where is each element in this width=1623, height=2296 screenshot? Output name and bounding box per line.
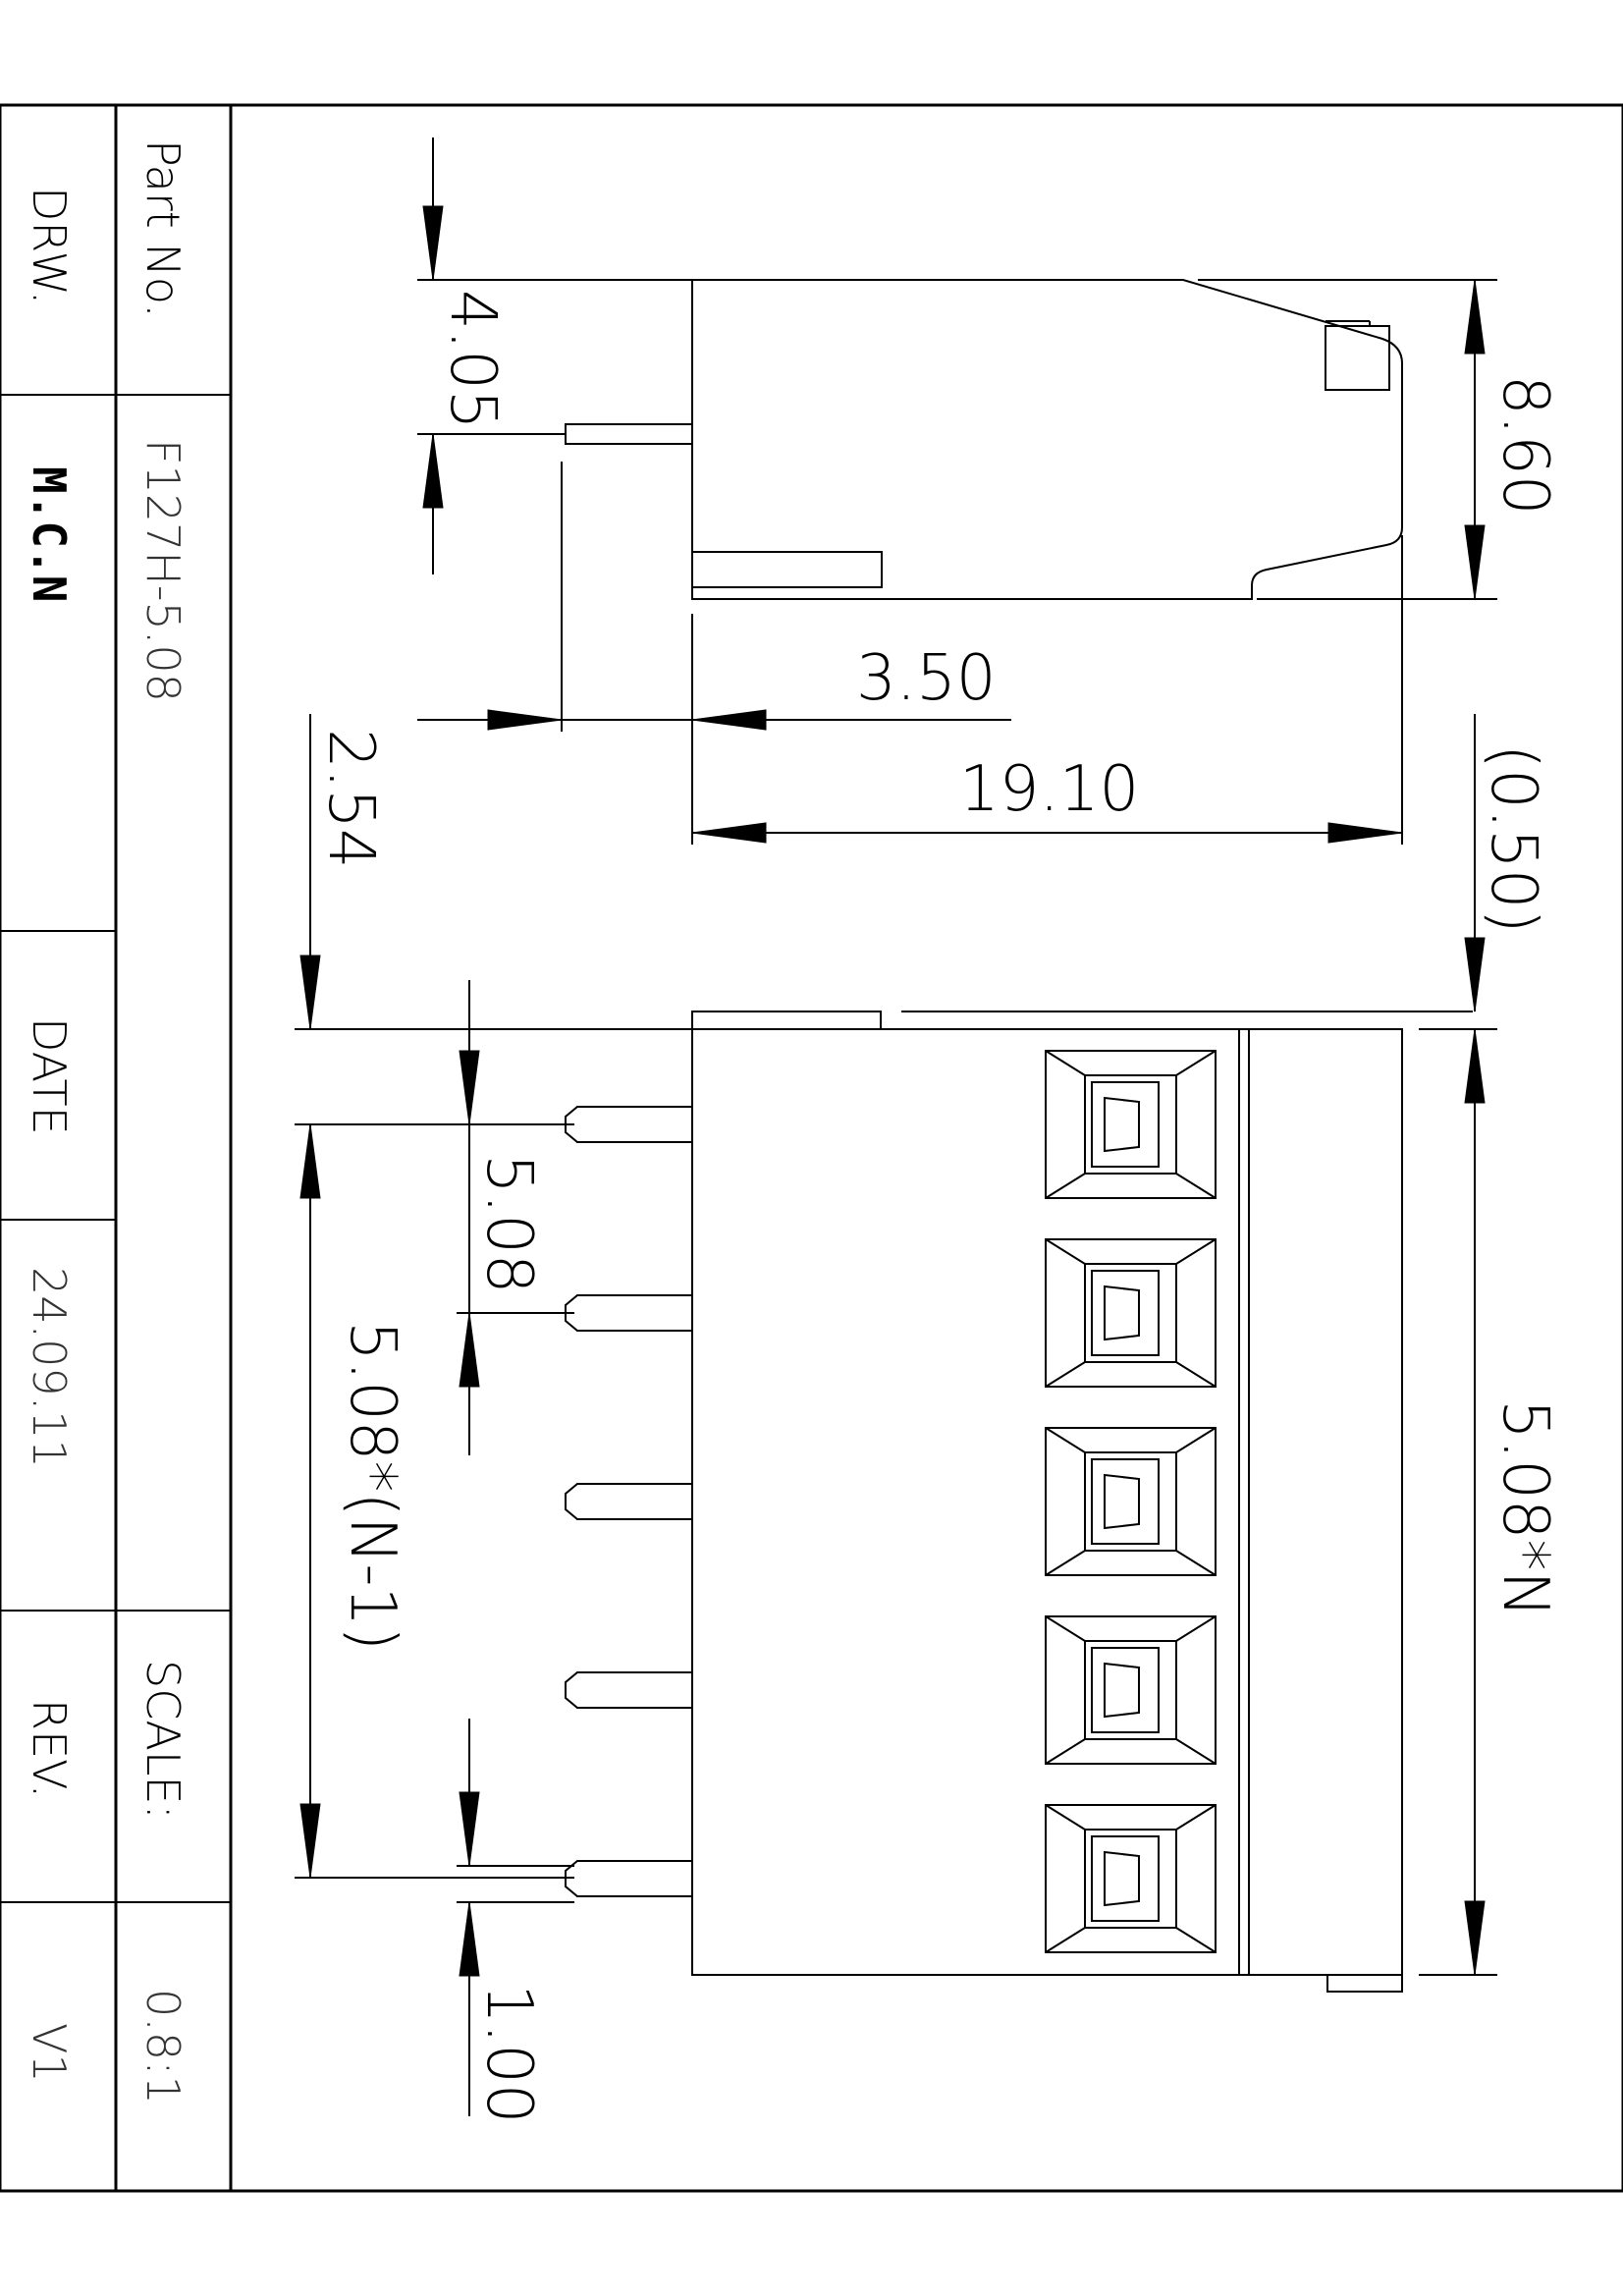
pin-group [565,1106,692,1897]
front-view-body [691,1028,1403,1976]
rev-label: REV. [23,1699,76,1798]
pin [565,1483,692,1520]
dim-pitch-span: 5.08*(N-1) [336,1321,408,1651]
terminal-well [1084,1263,1177,1363]
date-label: DATE [23,1017,76,1135]
arrow-head [459,1050,480,1125]
front-view-foot [1326,1974,1403,1993]
side-view-slot [691,551,883,588]
outer-frame [0,103,1623,2193]
terminal-bevel [1045,1738,1217,1765]
terminal-bevel [1045,1173,1217,1199]
dim-gap: (0.50) [1477,744,1549,933]
dim-height-top: 8.60 [1488,375,1561,516]
arrow-head [1464,524,1486,600]
terminal-frame [1045,1615,1217,1765]
pin [565,1106,692,1143]
arrow-head [459,1901,480,1977]
dim-pin-width: 1.00 [472,1984,545,2124]
pin [565,1294,692,1332]
terminal-screw-slot [1104,1662,1140,1719]
terminal-clamp [1091,1835,1160,1922]
dim-pin-length: 3.50 [856,642,997,715]
terminal-frame [1045,1427,1217,1576]
dim-pin-offset: 4.05 [436,290,509,430]
terminal-bevel [1045,1615,1217,1642]
terminal-screw-slot [1104,1473,1140,1530]
arrow-head [1327,822,1403,844]
terminal-clamp [1091,1458,1160,1545]
pin [565,1860,692,1897]
terminal-bevel [1045,1927,1217,1953]
arrow-head [299,1123,321,1199]
terminal-bevel [1045,1804,1217,1831]
title-block: Part No. F127H-5.08 DRW. M.C.N DATE 24.0… [0,103,1623,2193]
terminal-well [1084,1829,1177,1929]
arrow-head [459,1791,480,1867]
terminal-well [1084,1640,1177,1740]
dimension-labels: 8.60 4.05 3.50 19.10 2.54 (0.50) 5.08 5.… [314,290,1561,2124]
terminal-group [1045,1050,1217,1953]
dim-edge-offset: 2.54 [314,729,387,869]
arrow-head [422,205,444,281]
terminal-clamp [1091,1081,1160,1168]
terminal-well [1084,1074,1177,1175]
arrow-head [487,709,563,731]
terminal-clamp [1091,1647,1160,1733]
drw-label: DRW. [23,187,76,304]
part-no-label: Part No. [136,139,189,318]
terminal-frame [1045,1050,1217,1199]
terminal-screw-slot [1104,1285,1140,1341]
dim-body-length: 19.10 [959,753,1139,826]
arrow-head [1464,1900,1486,1976]
scale-label: SCALE: [136,1660,189,1820]
dim-total-width: 5.08*N [1488,1399,1561,1617]
side-view-pin [565,423,693,445]
arrow-head [1464,937,1486,1012]
arrow-head [299,1803,321,1879]
side-view-body [691,279,1403,600]
terminal-well [1084,1451,1177,1552]
rev-value: V1 [23,2023,76,2083]
arrow-head [691,709,767,731]
part-no-value: F127H-5.08 [136,439,189,702]
dim-pitch: 5.08 [472,1154,545,1294]
terminal-bevel [1045,1427,1217,1453]
drw-value: M.C.N [23,466,76,602]
terminal-screw-slot [1104,1850,1140,1907]
terminal-bevel [1045,1238,1217,1265]
scale-value: 0.8:1 [136,1989,189,2105]
arrow-head [459,1312,480,1388]
arrow-head [299,955,321,1030]
terminal-bevel [1045,1050,1217,1076]
side-view-latch [1325,325,1390,391]
dimension-lines [295,137,1497,2116]
terminal-bevel [1045,1550,1217,1576]
terminal-clamp [1091,1270,1160,1356]
side-view [565,279,1403,600]
pin [565,1671,692,1709]
arrow-head [422,433,444,509]
front-view [565,1011,1473,1993]
terminal-frame [1045,1804,1217,1953]
arrow-head [1464,279,1486,355]
terminal-screw-slot [1104,1096,1140,1153]
date-value: 24.09.11 [23,1267,76,1468]
arrow-head [1464,1028,1486,1104]
terminal-frame [1045,1238,1217,1388]
front-view-top-rail [691,1011,882,1030]
terminal-bevel [1045,1361,1217,1388]
arrow-head [691,822,767,844]
